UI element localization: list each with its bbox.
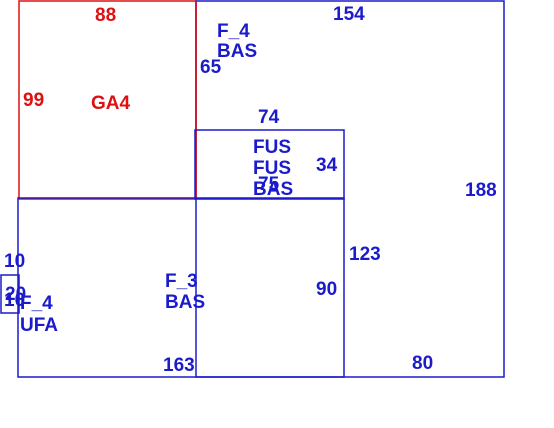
ga4-name: GA4 bbox=[91, 93, 131, 114]
box-fus-bas bbox=[194, 129, 345, 200]
f4-bas-top-label: 154 bbox=[333, 4, 365, 25]
f4-bas-line2: BAS bbox=[217, 41, 257, 62]
f4-bas-line1: F_4 bbox=[217, 21, 250, 42]
ga4-left-label: 99 bbox=[23, 90, 44, 111]
f3-bas-side-label: 123 bbox=[349, 244, 381, 265]
f4-bas-right-label: 188 bbox=[465, 180, 497, 201]
fus-bas-line2: FUS bbox=[253, 158, 291, 179]
small-left-label-overlap: 20 bbox=[5, 284, 26, 305]
fus-bas-top-label: 74 bbox=[258, 107, 280, 128]
fus-bas-right-label: 34 bbox=[316, 155, 338, 176]
f3-bas-line1: F_3 bbox=[165, 271, 198, 292]
f3-bas-right-label: 90 bbox=[316, 279, 337, 300]
small-left-label-behind: 10 bbox=[4, 290, 25, 311]
f4-ufa-line1: F_4 bbox=[20, 293, 53, 314]
f4-bas-bottom-label: 80 bbox=[412, 353, 433, 374]
fus-bas-line3: BAS bbox=[253, 179, 293, 200]
ga4-top-label: 88 bbox=[95, 5, 116, 26]
box-small-left bbox=[0, 274, 20, 314]
f3-bas-line2: BAS bbox=[165, 292, 205, 313]
f3-bas-bottom-label: 163 bbox=[163, 355, 195, 376]
small-left-label-top: 10 bbox=[4, 251, 25, 272]
box-f3-bas bbox=[17, 197, 345, 378]
f4-ufa-line2: UFA bbox=[20, 315, 58, 336]
f4-bas-height-label: 65 bbox=[200, 57, 222, 78]
fus-bas-line1: FUS bbox=[253, 137, 291, 158]
fus-bas-overlap-label: 75 bbox=[258, 174, 280, 195]
